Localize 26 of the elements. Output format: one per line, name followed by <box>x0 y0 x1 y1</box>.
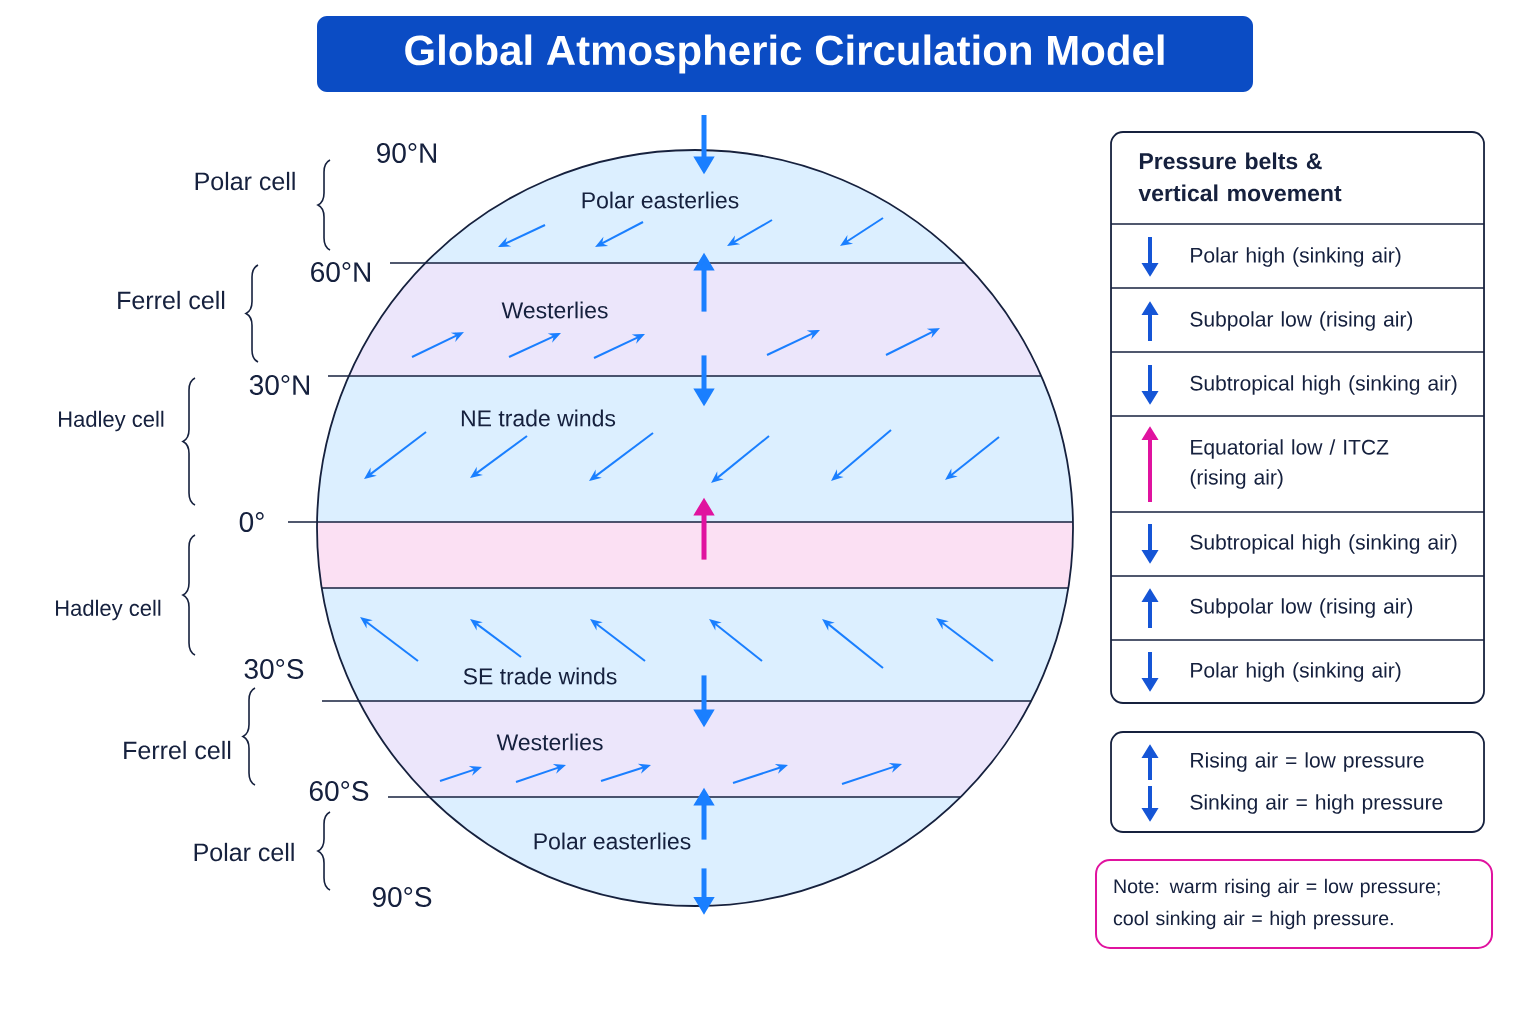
legend-label: Polar high (sinking air) <box>1191 247 1401 267</box>
legend-label: Rising air = low pressure <box>1191 752 1424 772</box>
legend-label: Sinking air = high pressure <box>1190 794 1443 814</box>
latitude-label: 30°N <box>246 373 314 397</box>
legend-label: Subpolar low (rising air) <box>1190 311 1413 331</box>
cell-label: Hadley cell <box>52 597 164 623</box>
latitude-label: 90°N <box>373 141 441 165</box>
legend-label: Subtropical high (sinking air) <box>1190 375 1457 395</box>
legend-label: Polar high (sinking air) <box>1191 662 1401 682</box>
latitude-label: 0° <box>236 510 268 534</box>
title-banner: Global Atmospheric Circulation Model <box>317 16 1253 92</box>
legend-label: Subtropical high (sinking air) <box>1190 534 1457 554</box>
cell-label: Ferrel cell <box>114 288 228 312</box>
cell-label: Hadley cell <box>55 408 167 434</box>
latitude-label: 60°S <box>306 779 372 803</box>
panel-heading: Pressure belts & vertical movement <box>1138 152 1342 202</box>
cell-label: Polar cell <box>191 169 299 193</box>
band-label: NE trade winds <box>458 407 618 429</box>
cell-label: Polar cell <box>190 840 298 864</box>
legend-label: Subpolar low (rising air) <box>1190 598 1413 618</box>
latitude-label: 60°N <box>307 260 375 284</box>
cell-label: Ferrel cell <box>120 738 234 762</box>
latitude-label: 90°S <box>369 885 435 909</box>
note-box: Note: warm rising air = low pressure; cool sinking air = high pressure. <box>1095 859 1493 949</box>
legend-label: Equatorial low / ITCZ (rising air) <box>1190 439 1389 489</box>
latitude-label: 30°S <box>241 657 307 681</box>
